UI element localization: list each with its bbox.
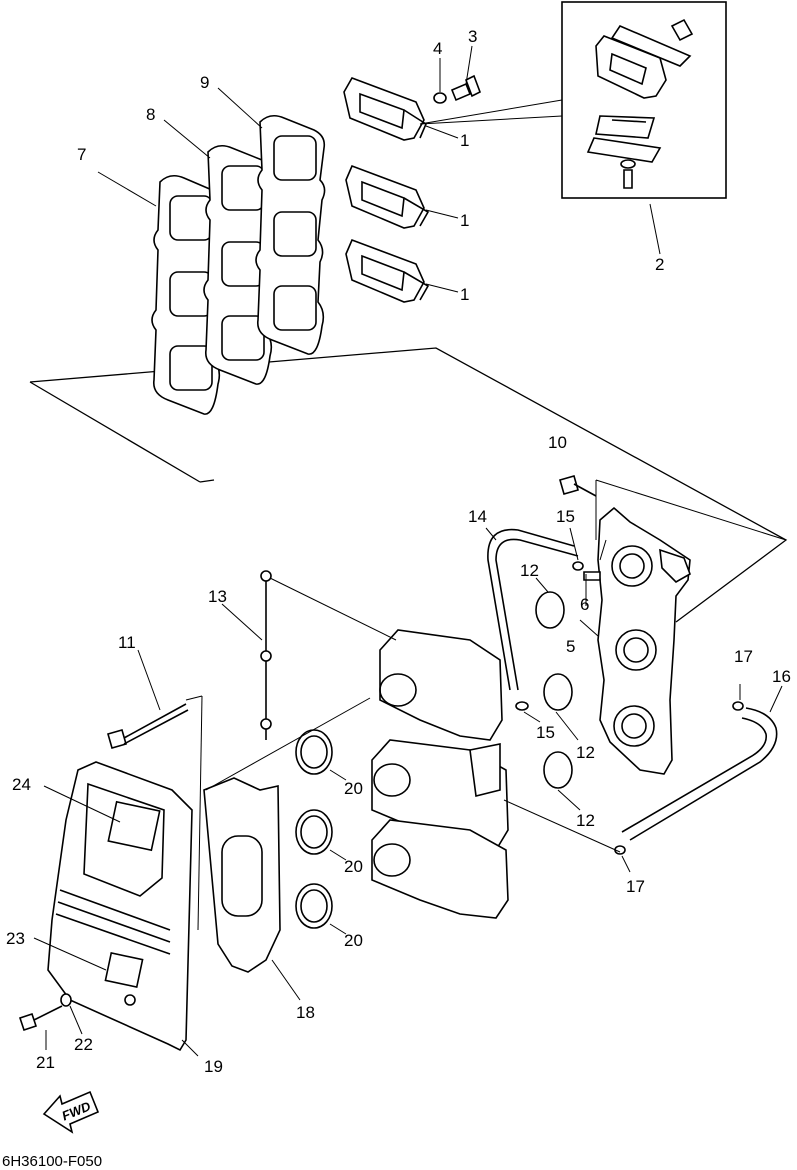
leader-lines-lower (33, 479, 787, 1057)
bolt-11 (107, 703, 189, 749)
callout-1c: 1 (460, 285, 469, 304)
callout-labels: 1 1 1 2 3 4 5 6 7 8 9 10 11 12 12 12 13 … (6, 27, 791, 1076)
rings-20 (295, 729, 333, 929)
callout-10: 10 (548, 433, 567, 452)
screw-3 (450, 74, 482, 102)
carburetor-assembly (371, 629, 509, 919)
callout-12c: 12 (576, 811, 595, 830)
callout-1a: 1 (460, 131, 469, 150)
bolt-21 (18, 1005, 63, 1032)
callout-3: 3 (468, 27, 477, 46)
callout-1b: 1 (460, 211, 469, 230)
callout-12a: 12 (520, 561, 539, 580)
callout-11: 11 (118, 633, 136, 652)
diagram-code: 6H36100-F050 (2, 1153, 102, 1170)
callout-2: 2 (655, 255, 664, 274)
reed-valve-1c (345, 238, 430, 303)
callout-4: 4 (433, 39, 442, 58)
callout-22: 22 (74, 1035, 93, 1054)
callout-23: 23 (6, 929, 25, 948)
callout-17a: 17 (734, 647, 753, 666)
washer-22 (60, 993, 72, 1007)
callout-20c: 20 (344, 931, 363, 950)
callout-12b: 12 (576, 743, 595, 762)
callout-13: 13 (208, 587, 227, 606)
reed-valve-1a (343, 77, 428, 141)
silencer-cover-19 (47, 761, 193, 1052)
fwd-arrow-icon: FWD (42, 1090, 100, 1134)
reed-valve-1b (345, 164, 430, 229)
callout-19: 19 (204, 1057, 223, 1076)
intake-manifold-5 (597, 506, 691, 775)
link-rod-13 (260, 570, 272, 740)
callout-21: 21 (36, 1053, 55, 1072)
gasket-18 (203, 777, 281, 973)
callout-20b: 20 (344, 857, 363, 876)
callout-7: 7 (77, 145, 86, 164)
callout-15b: 15 (536, 723, 555, 742)
gasket-9 (255, 114, 326, 355)
callout-14: 14 (468, 507, 487, 526)
callout-8: 8 (146, 105, 155, 124)
callout-17b: 17 (626, 877, 645, 896)
callout-16: 16 (772, 667, 791, 686)
hose-16 (621, 707, 778, 841)
callout-9: 9 (200, 73, 209, 92)
callout-5: 5 (566, 637, 575, 656)
detail-box-2 (561, 1, 727, 199)
callout-20a: 20 (344, 779, 363, 798)
gasket-8 (203, 144, 274, 385)
dowel-6 (583, 571, 601, 581)
bolt-10 (559, 475, 597, 497)
callout-18: 18 (296, 1003, 315, 1022)
hose-14 (487, 528, 579, 691)
clip-17 (614, 701, 744, 855)
o-rings-12 (535, 591, 573, 789)
clip-15-upper (572, 561, 584, 571)
callout-15a: 15 (556, 507, 575, 526)
leader-lines-upper (97, 45, 661, 293)
callout-6: 6 (580, 595, 589, 614)
clip-15-lower (515, 701, 529, 711)
washer-4 (433, 92, 447, 104)
callout-24: 24 (12, 775, 31, 794)
